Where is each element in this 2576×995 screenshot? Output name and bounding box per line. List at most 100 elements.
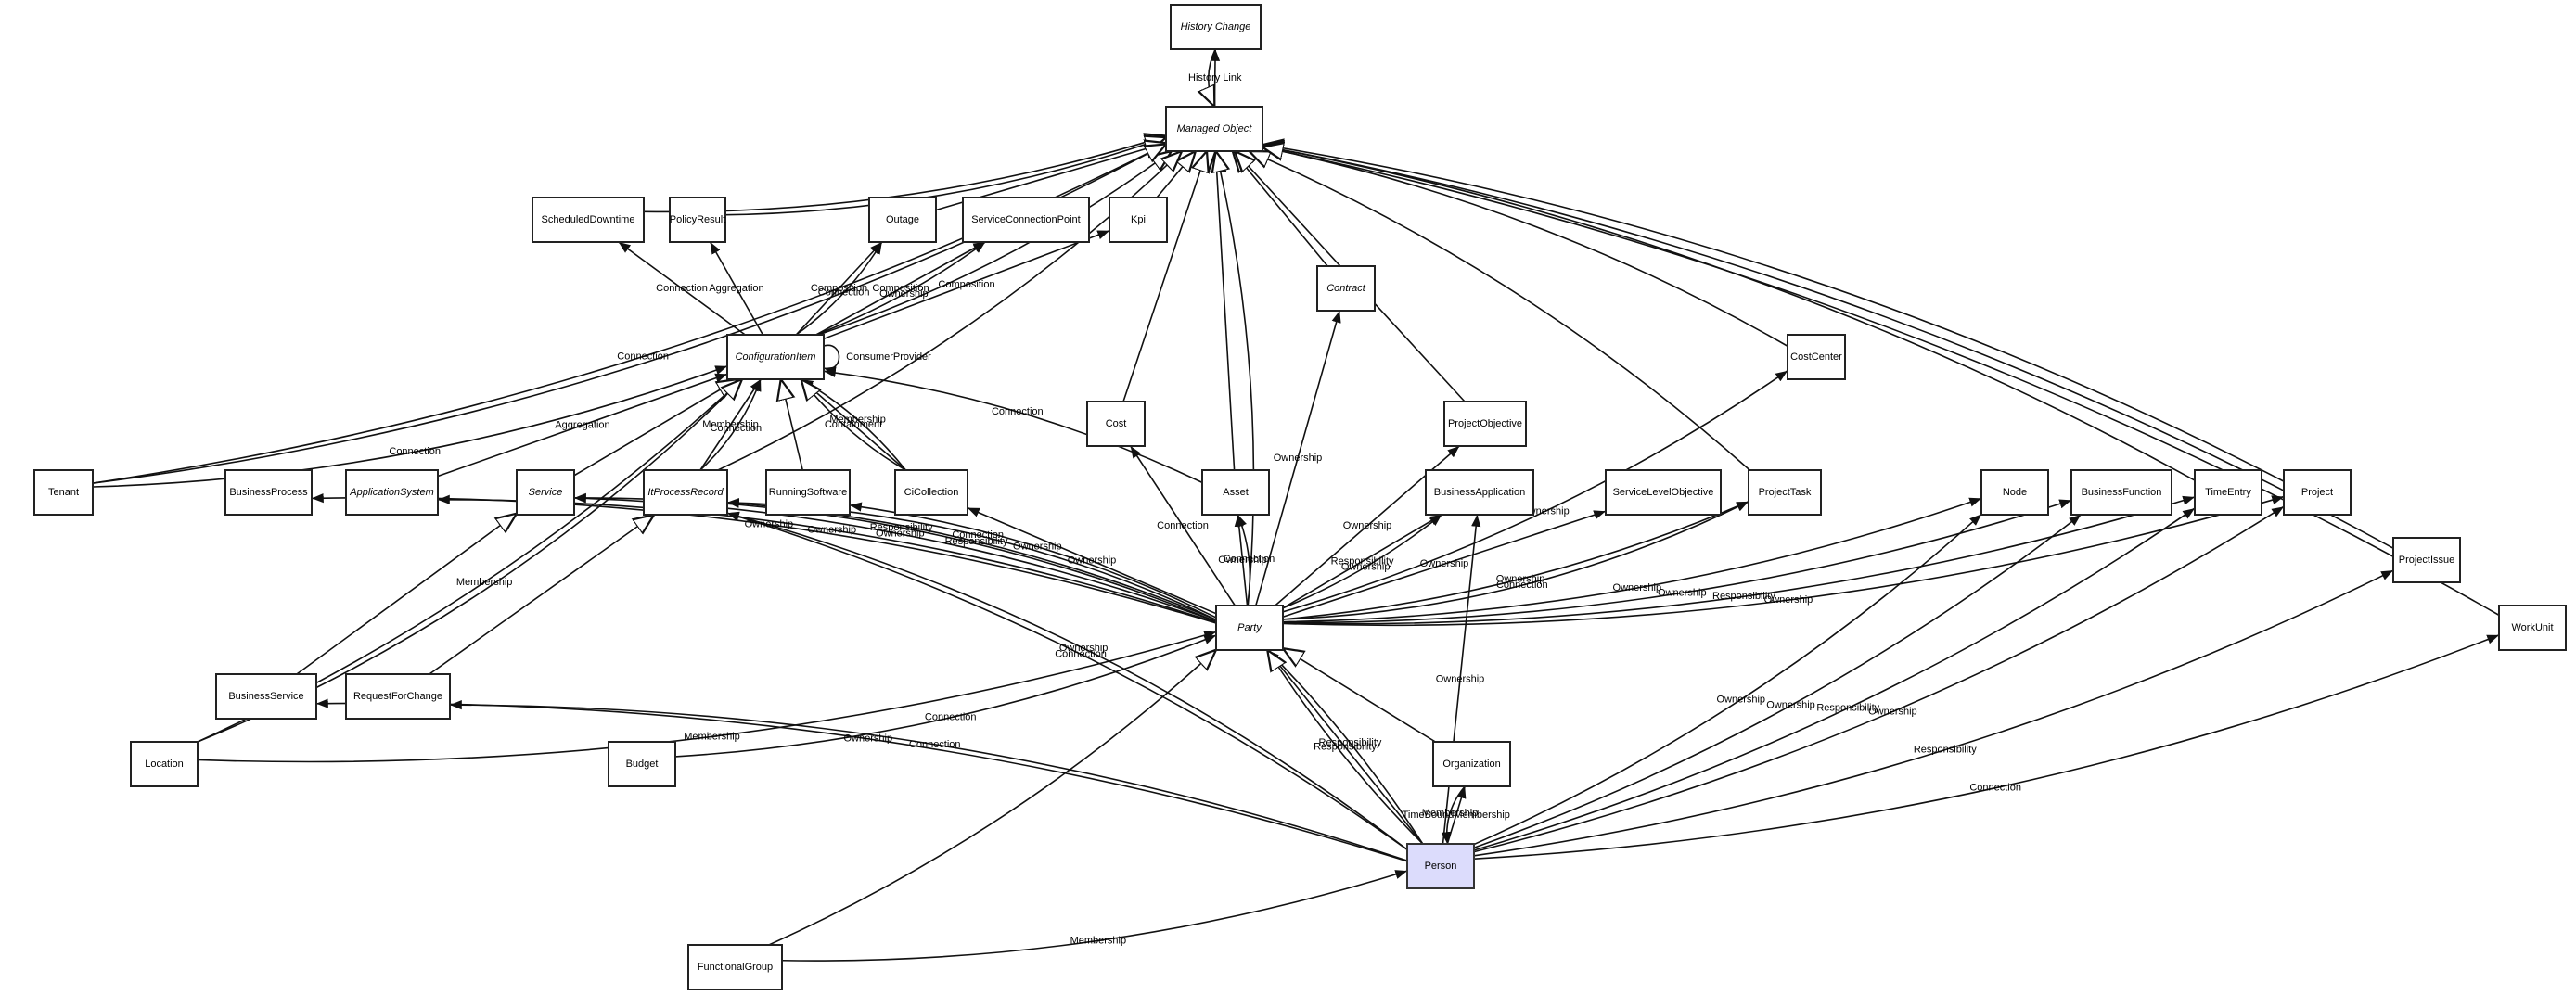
generalization-line [1283,648,1436,743]
node-business-service[interactable]: BusinessService [215,673,317,720]
node-service-level-objective[interactable]: ServiceLevelObjective [1605,469,1722,516]
node-configuration-item[interactable]: ConfigurationItem [726,334,825,380]
node-box [2194,469,2262,516]
node-ci-collection[interactable]: CiCollection [894,469,968,516]
edge-asset-to-managed-object [1215,151,1236,471]
edge-policy-result-to-managed-object [724,137,1166,216]
edge-label: Connection [909,739,961,750]
node-service[interactable]: Service [516,469,575,516]
node-label: Party [1237,622,1262,633]
node-asset[interactable]: Asset [1201,469,1270,516]
node-label: ServiceLevelObjective [1613,487,1714,498]
node-project[interactable]: Project [2283,469,2352,516]
edge-label: Ownership [1766,700,1815,711]
node-box [130,741,199,787]
node-contract[interactable]: Contract [1316,265,1376,312]
association-line [1266,649,1424,845]
association-line [197,631,1217,763]
node-work-unit[interactable]: WorkUnit [2498,605,2567,651]
node-box [1170,4,1262,50]
edge-cost-center-to-managed-object [1262,147,1788,347]
generalization-line [768,650,1216,946]
node-box [532,197,645,243]
node-policy-result[interactable]: PolicyResult [669,197,726,243]
node-label: WorkUnit [2511,622,2553,633]
node-cost[interactable]: Cost [1086,401,1146,447]
association-line [967,506,1217,615]
node-project-issue[interactable]: ProjectIssue [2392,537,2461,583]
node-box [1787,334,1846,380]
edge-party-to-service-level-objective [1282,510,1607,618]
edge-person-to-party [1266,649,1424,845]
node-label: ProjectIssue [2399,555,2455,566]
edge-party-to-project-objective [1275,445,1460,606]
edge-label: Responsibility [1712,591,1775,602]
association-line [815,241,986,336]
node-running-software[interactable]: RunningSoftware [765,469,851,516]
edge-person-to-business-function [1473,514,2082,848]
node-tenant[interactable]: Tenant [33,469,94,516]
edge-functional-group-to-person [781,870,1408,962]
generalization-line [573,379,737,477]
node-scheduled-downtime[interactable]: ScheduledDowntime [532,197,645,243]
node-label: Project [2301,487,2333,498]
association-line [699,378,762,471]
node-label: FunctionalGroup [698,962,773,973]
edge-configuration-item-to-configuration-item [823,344,840,376]
node-location[interactable]: Location [130,741,199,787]
node-person[interactable]: Person [1406,843,1475,889]
node-box [962,197,1090,243]
node-request-for-change[interactable]: RequestForChange [345,673,451,720]
edge-person-to-it-process-record [726,511,1408,850]
edge-label: Connection [389,446,441,457]
node-business-process[interactable]: BusinessProcess [224,469,313,516]
node-functional-group[interactable]: FunctionalGroup [687,944,783,990]
node-budget[interactable]: Budget [608,741,676,787]
edge-configuration-item-to-managed-object [817,151,1172,336]
edge-label: Composition [811,283,867,294]
association-line [1282,514,1442,609]
node-label: Contract [1326,283,1366,294]
node-time-entry[interactable]: TimeEntry [2194,469,2262,516]
edge-location-to-party [197,631,1217,763]
edge-person-to-time-entry [1473,507,2196,851]
node-box [215,673,317,720]
edge-label: Ownership [1341,561,1391,572]
node-node[interactable]: Node [1980,469,2049,516]
edge-project-issue-to-managed-object [1262,147,2394,549]
edge-label: Ownership [1218,555,1267,566]
edge-configuration-item-to-scheduled-downtime [618,241,746,336]
association-line [1255,310,1341,606]
node-outage[interactable]: Outage [868,197,937,243]
node-party[interactable]: Party [1215,605,1284,651]
edge-it-process-record-to-configuration-item [699,378,762,471]
node-project-objective[interactable]: ProjectObjective [1443,401,1527,447]
association-line [618,241,746,336]
association-line [823,229,1110,340]
edge-label: Responsibility [1914,745,1977,756]
generalization-line [92,144,1166,484]
node-box [1201,469,1270,516]
node-cost-center[interactable]: CostCenter [1787,334,1846,380]
generalization-line [1233,151,1328,267]
edge-label: Ownership [1068,555,1117,567]
node-service-connection-point[interactable]: ServiceConnectionPoint [962,197,1090,243]
node-managed-object[interactable]: Managed Object [1165,106,1263,152]
node-kpi[interactable]: Kpi [1109,197,1168,243]
node-box [868,197,937,243]
generalization-line [1209,48,1216,107]
node-history-change[interactable]: History Change [1170,4,1262,50]
node-label: TimeEntry [2205,487,2251,498]
node-box [1215,605,1284,651]
edge-label: Connection [656,283,708,294]
node-organization[interactable]: Organization [1432,741,1511,787]
node-project-task[interactable]: ProjectTask [1748,469,1822,516]
node-business-function[interactable]: BusinessFunction [2070,469,2172,516]
edge-running-software-to-configuration-item [781,379,804,471]
association-line [1473,513,1982,846]
edge-label: ConsumerProvider [846,351,931,363]
node-label: Tenant [48,487,79,498]
node-business-application[interactable]: BusinessApplication [1425,469,1534,516]
node-application-system[interactable]: ApplicationSystem [345,469,439,516]
node-it-process-record[interactable]: ItProcessRecord [643,469,728,516]
